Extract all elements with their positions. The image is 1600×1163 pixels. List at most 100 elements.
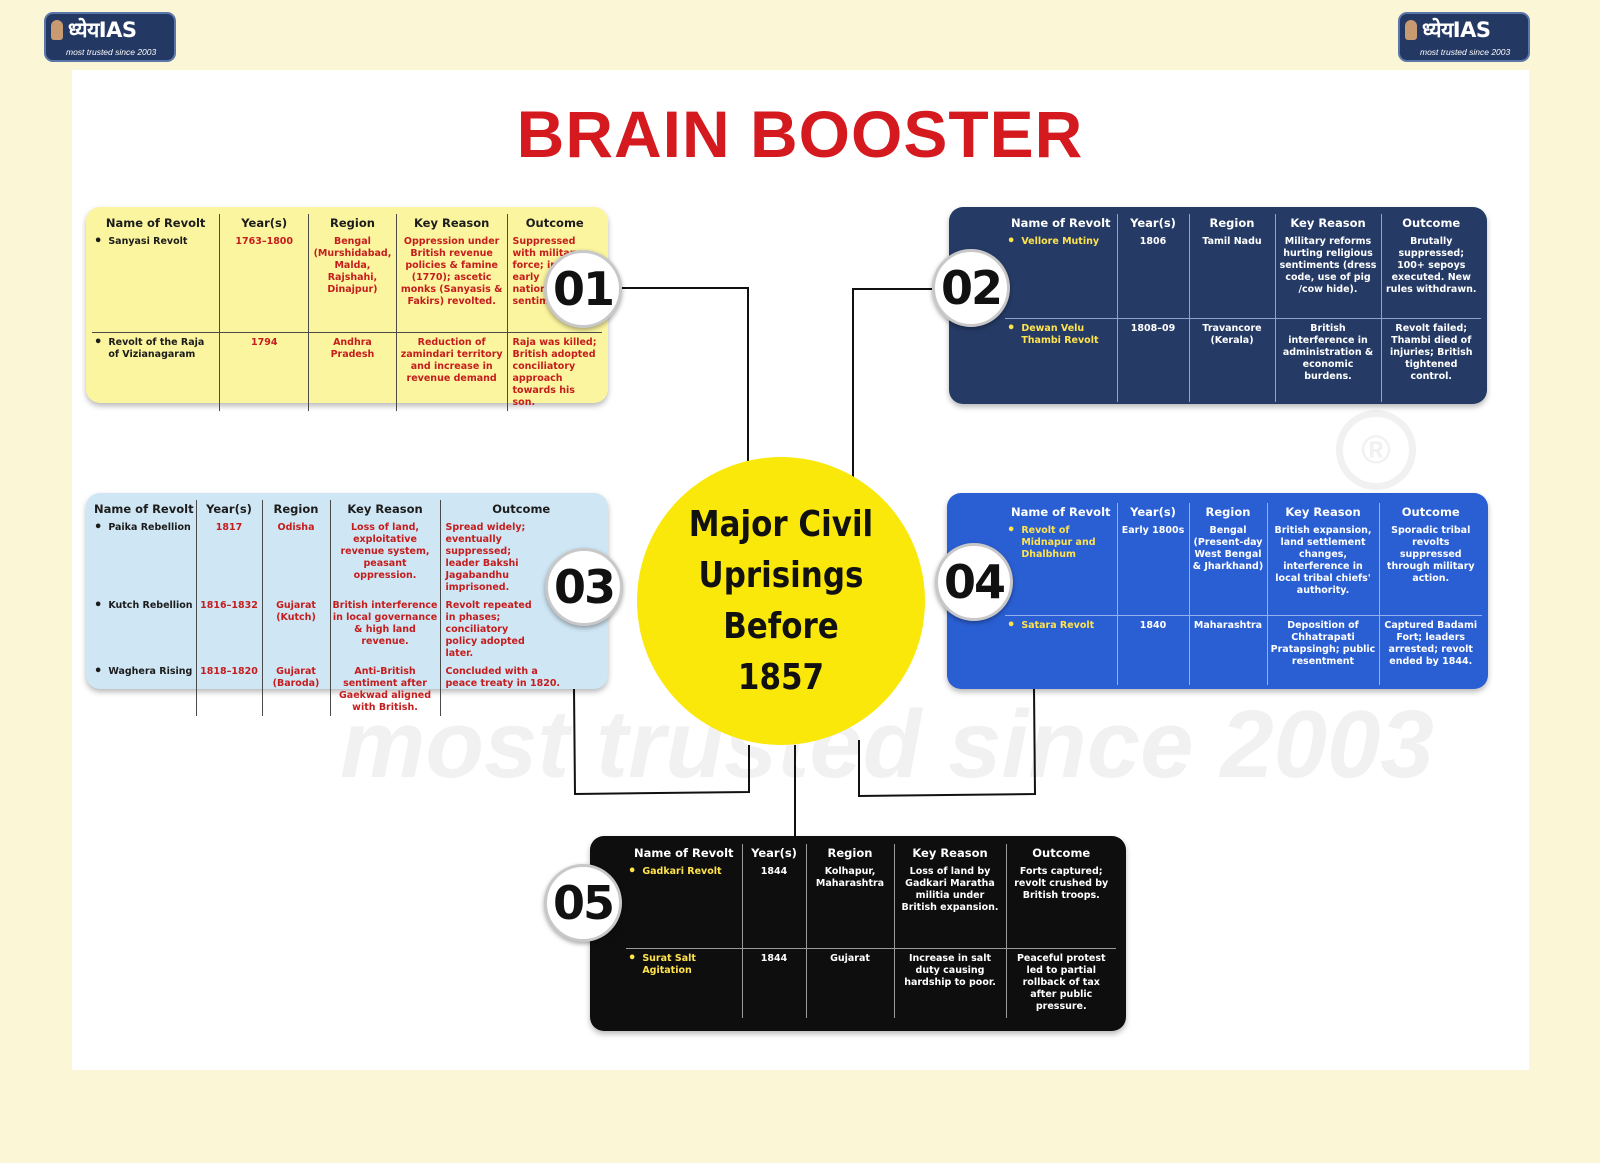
revolt-table-04: Name of Revolt Year(s) Region Key Reason…	[1005, 503, 1482, 685]
revolt-region: Bengal (Murshidabad, Malda, Rajshahi, Di…	[308, 232, 397, 332]
logo-name: ध्येयIAS	[68, 18, 137, 42]
table-row: •Paika Rebellion 1817 Odisha Loss of lan…	[92, 518, 602, 596]
revolt-name: Vellore Mutiny	[1021, 236, 1100, 247]
revolt-card-01: Name of Revolt Year(s) Region Key Reason…	[86, 207, 608, 411]
center-topic-circle: Major Civil Uprisings Before 1857	[637, 457, 925, 745]
connector-01	[622, 287, 749, 465]
watermark-registered-icon: ®	[1336, 410, 1416, 490]
column-header-years: Year(s)	[741, 844, 806, 862]
table-row: • Revolt of Midnapur and Dhalbhum Early 1…	[1005, 521, 1482, 615]
revolt-name: Surat Salt Agitation	[642, 952, 696, 976]
table-row: • Satara Revolt 1840 Maharashtra Depositi…	[1005, 614, 1482, 685]
revolt-region: Gujarat (Kutch)	[261, 596, 330, 662]
revolt-name: Kutch Rebellion	[108, 600, 193, 611]
revolt-years: 1840	[1116, 614, 1189, 685]
revolt-outcome: Captured Badami Fort; leaders arrested; …	[1378, 614, 1482, 685]
revolt-outcome: Revolt failed; Thambi died of injuries; …	[1380, 317, 1481, 402]
revolt-card-05: Name of Revolt Year(s) Region Key Reason…	[590, 836, 1126, 1031]
column-header-region: Region	[805, 844, 894, 862]
revolt-years: 1763–1800	[219, 232, 309, 332]
connector-03	[573, 688, 750, 796]
logo-tagline: most trusted since 2003	[66, 47, 157, 57]
revolt-outcome: Raja was killed; British adopted concili…	[506, 331, 602, 411]
revolt-reason: Loss of land by Gadkari Maratha militia …	[893, 862, 1006, 948]
revolt-card-04: Name of Revolt Year(s) Region Key Reason…	[947, 493, 1488, 689]
column-header-years: Year(s)	[1116, 503, 1189, 521]
logo-right: ध्येयIAS most trusted since 2003	[1398, 12, 1530, 62]
column-header-name: Name of Revolt	[1010, 216, 1111, 230]
column-header-reason: Key Reason	[395, 214, 508, 232]
revolt-region: Maharashtra	[1188, 614, 1267, 685]
revolt-name: Gadkari Revolt	[642, 866, 722, 877]
revolt-outcome: Peaceful protest led to partial rollback…	[1005, 947, 1116, 1018]
revolt-region: Andhra Pradesh	[308, 331, 397, 411]
group-number-01: 01	[544, 250, 622, 328]
revolt-years: 1808–09	[1116, 317, 1189, 402]
revolt-reason: Deposition of Chhatrapati Pratapsingh; p…	[1266, 614, 1379, 685]
bullet-icon: •	[1007, 234, 1016, 249]
column-header-region: Region	[1188, 503, 1267, 521]
logo-tagline: most trusted since 2003	[1420, 47, 1511, 57]
revolt-outcome: Revolt repeated in phases; conciliatory …	[439, 596, 602, 662]
revolt-table-05: Name of Revolt Year(s) Region Key Reason…	[626, 844, 1116, 1018]
column-header-name: Name of Revolt	[1010, 505, 1111, 519]
revolt-outcome: Brutally suppressed; 100+ sepoys execute…	[1380, 232, 1481, 318]
table-row: •Surat Salt Agitation 1844 Gujarat Incre…	[626, 947, 1116, 1018]
column-header-outcome: Outcome	[1005, 844, 1116, 862]
revolt-region: Kolhapur, Maharashtra	[805, 862, 894, 948]
revolt-region: Bengal (Present-day West Bengal & Jharkh…	[1188, 521, 1267, 615]
revolt-region: Travancore (Kerala)	[1188, 317, 1275, 402]
column-header-years: Year(s)	[1116, 214, 1189, 232]
revolt-region: Odisha	[261, 518, 330, 596]
group-number-05: 05	[544, 864, 622, 942]
group-number-03: 03	[545, 548, 623, 626]
bullet-icon: •	[1007, 617, 1016, 633]
table-row: •Dewan Velu Thambi Revolt 1808–09 Travan…	[1005, 317, 1481, 402]
founder-photo-icon	[1405, 20, 1417, 40]
revolt-region: Tamil Nadu	[1188, 232, 1275, 318]
bullet-icon: •	[94, 520, 103, 535]
column-header-outcome: Outcome	[1378, 503, 1482, 521]
revolt-years: 1844	[741, 862, 806, 948]
group-number-04: 04	[935, 543, 1013, 621]
group-number-02: 02	[932, 249, 1010, 327]
revolt-name: Sanyasi Revolt	[108, 236, 188, 247]
revolt-table-02: Name of Revolt Year(s) Region Key Reason…	[1005, 214, 1481, 402]
column-header-region: Region	[1188, 214, 1275, 232]
table-row: •Kutch Rebellion 1816–1832 Gujarat (Kutc…	[92, 596, 602, 662]
column-header-outcome: Outcome	[439, 500, 602, 518]
bullet-icon: •	[94, 334, 103, 350]
revolt-region: Gujarat (Baroda)	[261, 662, 330, 716]
revolt-table-03: Name of Revolt Year(s) Region Key Reason…	[92, 500, 602, 716]
founder-photo-icon	[51, 20, 63, 40]
revolt-region: Gujarat	[805, 947, 894, 1018]
revolt-name: Revolt of Midnapur and Dhalbhum	[1021, 525, 1096, 560]
revolt-years: 1794	[219, 331, 309, 411]
connector-04	[858, 688, 1037, 798]
table-row: •Waghera Rising 1818–1820 Gujarat (Barod…	[92, 662, 602, 716]
column-header-name: Name of Revolt	[94, 502, 194, 516]
revolt-table-01: Name of Revolt Year(s) Region Key Reason…	[92, 214, 602, 411]
logo-left: ध्येयIAS most trusted since 2003	[44, 12, 176, 62]
revolt-reason: Oppression under British revenue policie…	[395, 232, 508, 332]
column-header-region: Region	[308, 214, 397, 232]
logo-name: ध्येयIAS	[1422, 18, 1491, 42]
revolt-name: Paika Rebellion	[108, 522, 191, 533]
revolt-reason: Military reforms hurting religious senti…	[1274, 232, 1381, 318]
column-header-reason: Key Reason	[329, 500, 440, 518]
bullet-icon: •	[1007, 320, 1016, 336]
revolt-reason: Reduction of zamindari territory and inc…	[395, 331, 508, 411]
bullet-icon: •	[1007, 523, 1016, 538]
revolt-outcome: Forts captured; revolt crushed by Britis…	[1005, 862, 1116, 948]
revolt-years: Early 1800s	[1116, 521, 1189, 615]
revolt-reason: British expansion, land settlement chang…	[1266, 521, 1379, 615]
revolt-name: Revolt of the Raja of Vizianagaram	[108, 336, 205, 360]
column-header-reason: Key Reason	[1266, 503, 1379, 521]
revolt-reason: Anti-British sentiment after Gaekwad ali…	[329, 662, 440, 716]
column-header-reason: Key Reason	[893, 844, 1006, 862]
revolt-name: Satara Revolt	[1021, 619, 1095, 631]
column-header-years: Year(s)	[219, 214, 309, 232]
revolt-years: 1817	[195, 518, 262, 596]
center-topic-label: Major Civil Uprisings Before 1857	[688, 504, 874, 698]
revolt-outcome: Concluded with a peace treaty in 1820.	[439, 662, 602, 716]
